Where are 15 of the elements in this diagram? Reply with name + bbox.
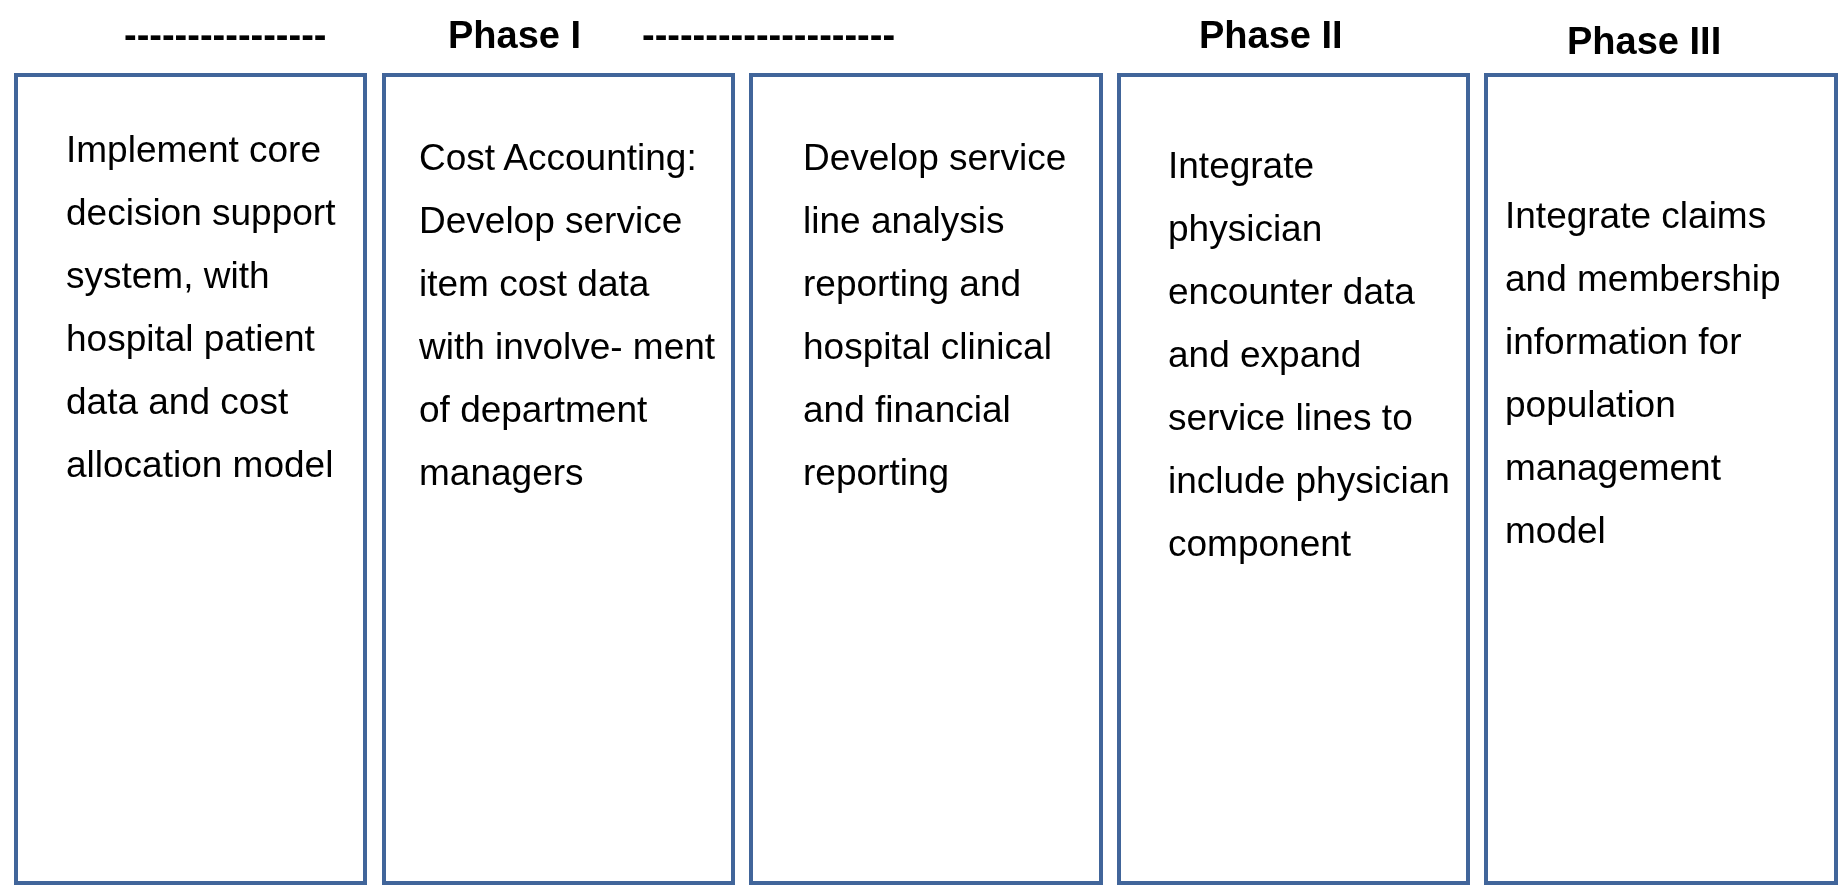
phase-box <box>382 73 735 885</box>
box-text: Cost Accounting: Develop service item cost data with involve- ment of department managers <box>419 136 717 495</box>
phase-box <box>749 73 1103 885</box>
box-text: Develop service line analysis reporting and hospital clinical and financial reporting <box>803 136 1068 495</box>
phase-heading: Phase III <box>1567 20 1722 63</box>
phase-box <box>1117 73 1470 885</box>
phase-box <box>14 73 367 885</box>
phase-box <box>1484 73 1838 885</box>
dash-rule-text: ---------------- <box>124 14 327 57</box>
box-text: Integrate physician encounter data and expand service lines to include physician component <box>1168 144 1451 566</box>
phase-heading: Phase II <box>1199 14 1343 57</box>
dash-rule-text: -------------------- <box>642 14 896 57</box>
phase-heading: Phase I <box>448 14 582 57</box>
box-text: Integrate claims and membership information for population management model <box>1505 194 1782 553</box>
box-text: Implement core decision support system, with hospital patient data and cost allocation model <box>66 128 337 487</box>
